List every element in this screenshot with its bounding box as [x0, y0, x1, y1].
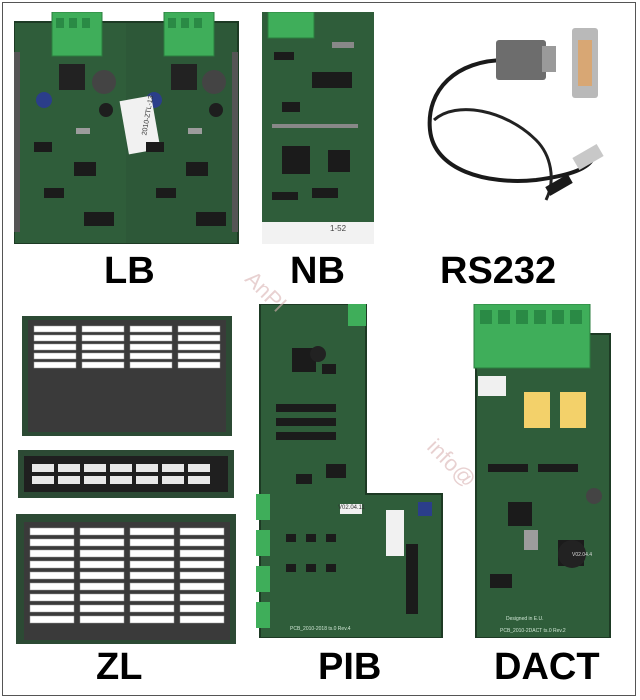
rs232-label: RS232: [440, 250, 557, 292]
zl-panels-image: [16, 316, 236, 644]
dact-chip-text: V02.04.4: [572, 552, 593, 558]
dact-label: DACT: [494, 646, 600, 688]
dact-pcb-text: PCB_2010-2DACT ts.0 Rev.2: [500, 628, 566, 634]
nb-label: NB: [290, 250, 345, 292]
pib-sticker-text: V02.04.11: [338, 505, 365, 511]
pib-label: PIB: [318, 646, 382, 688]
pib-pcb-text: PCB_2010-2018 ts.0 Rev.4: [290, 626, 351, 632]
nb-board-image: [262, 12, 374, 244]
dact-board-image: [473, 304, 611, 638]
rs232-cable-image: [427, 28, 604, 201]
dact-designed-text: Designed in E.U.: [506, 616, 544, 622]
lb-board-image: [14, 12, 239, 244]
lb-label: LB: [104, 250, 155, 292]
pib-board-image: [256, 304, 443, 638]
zl-label: ZL: [96, 646, 143, 688]
nb-mark-text: 1-52: [330, 224, 347, 233]
